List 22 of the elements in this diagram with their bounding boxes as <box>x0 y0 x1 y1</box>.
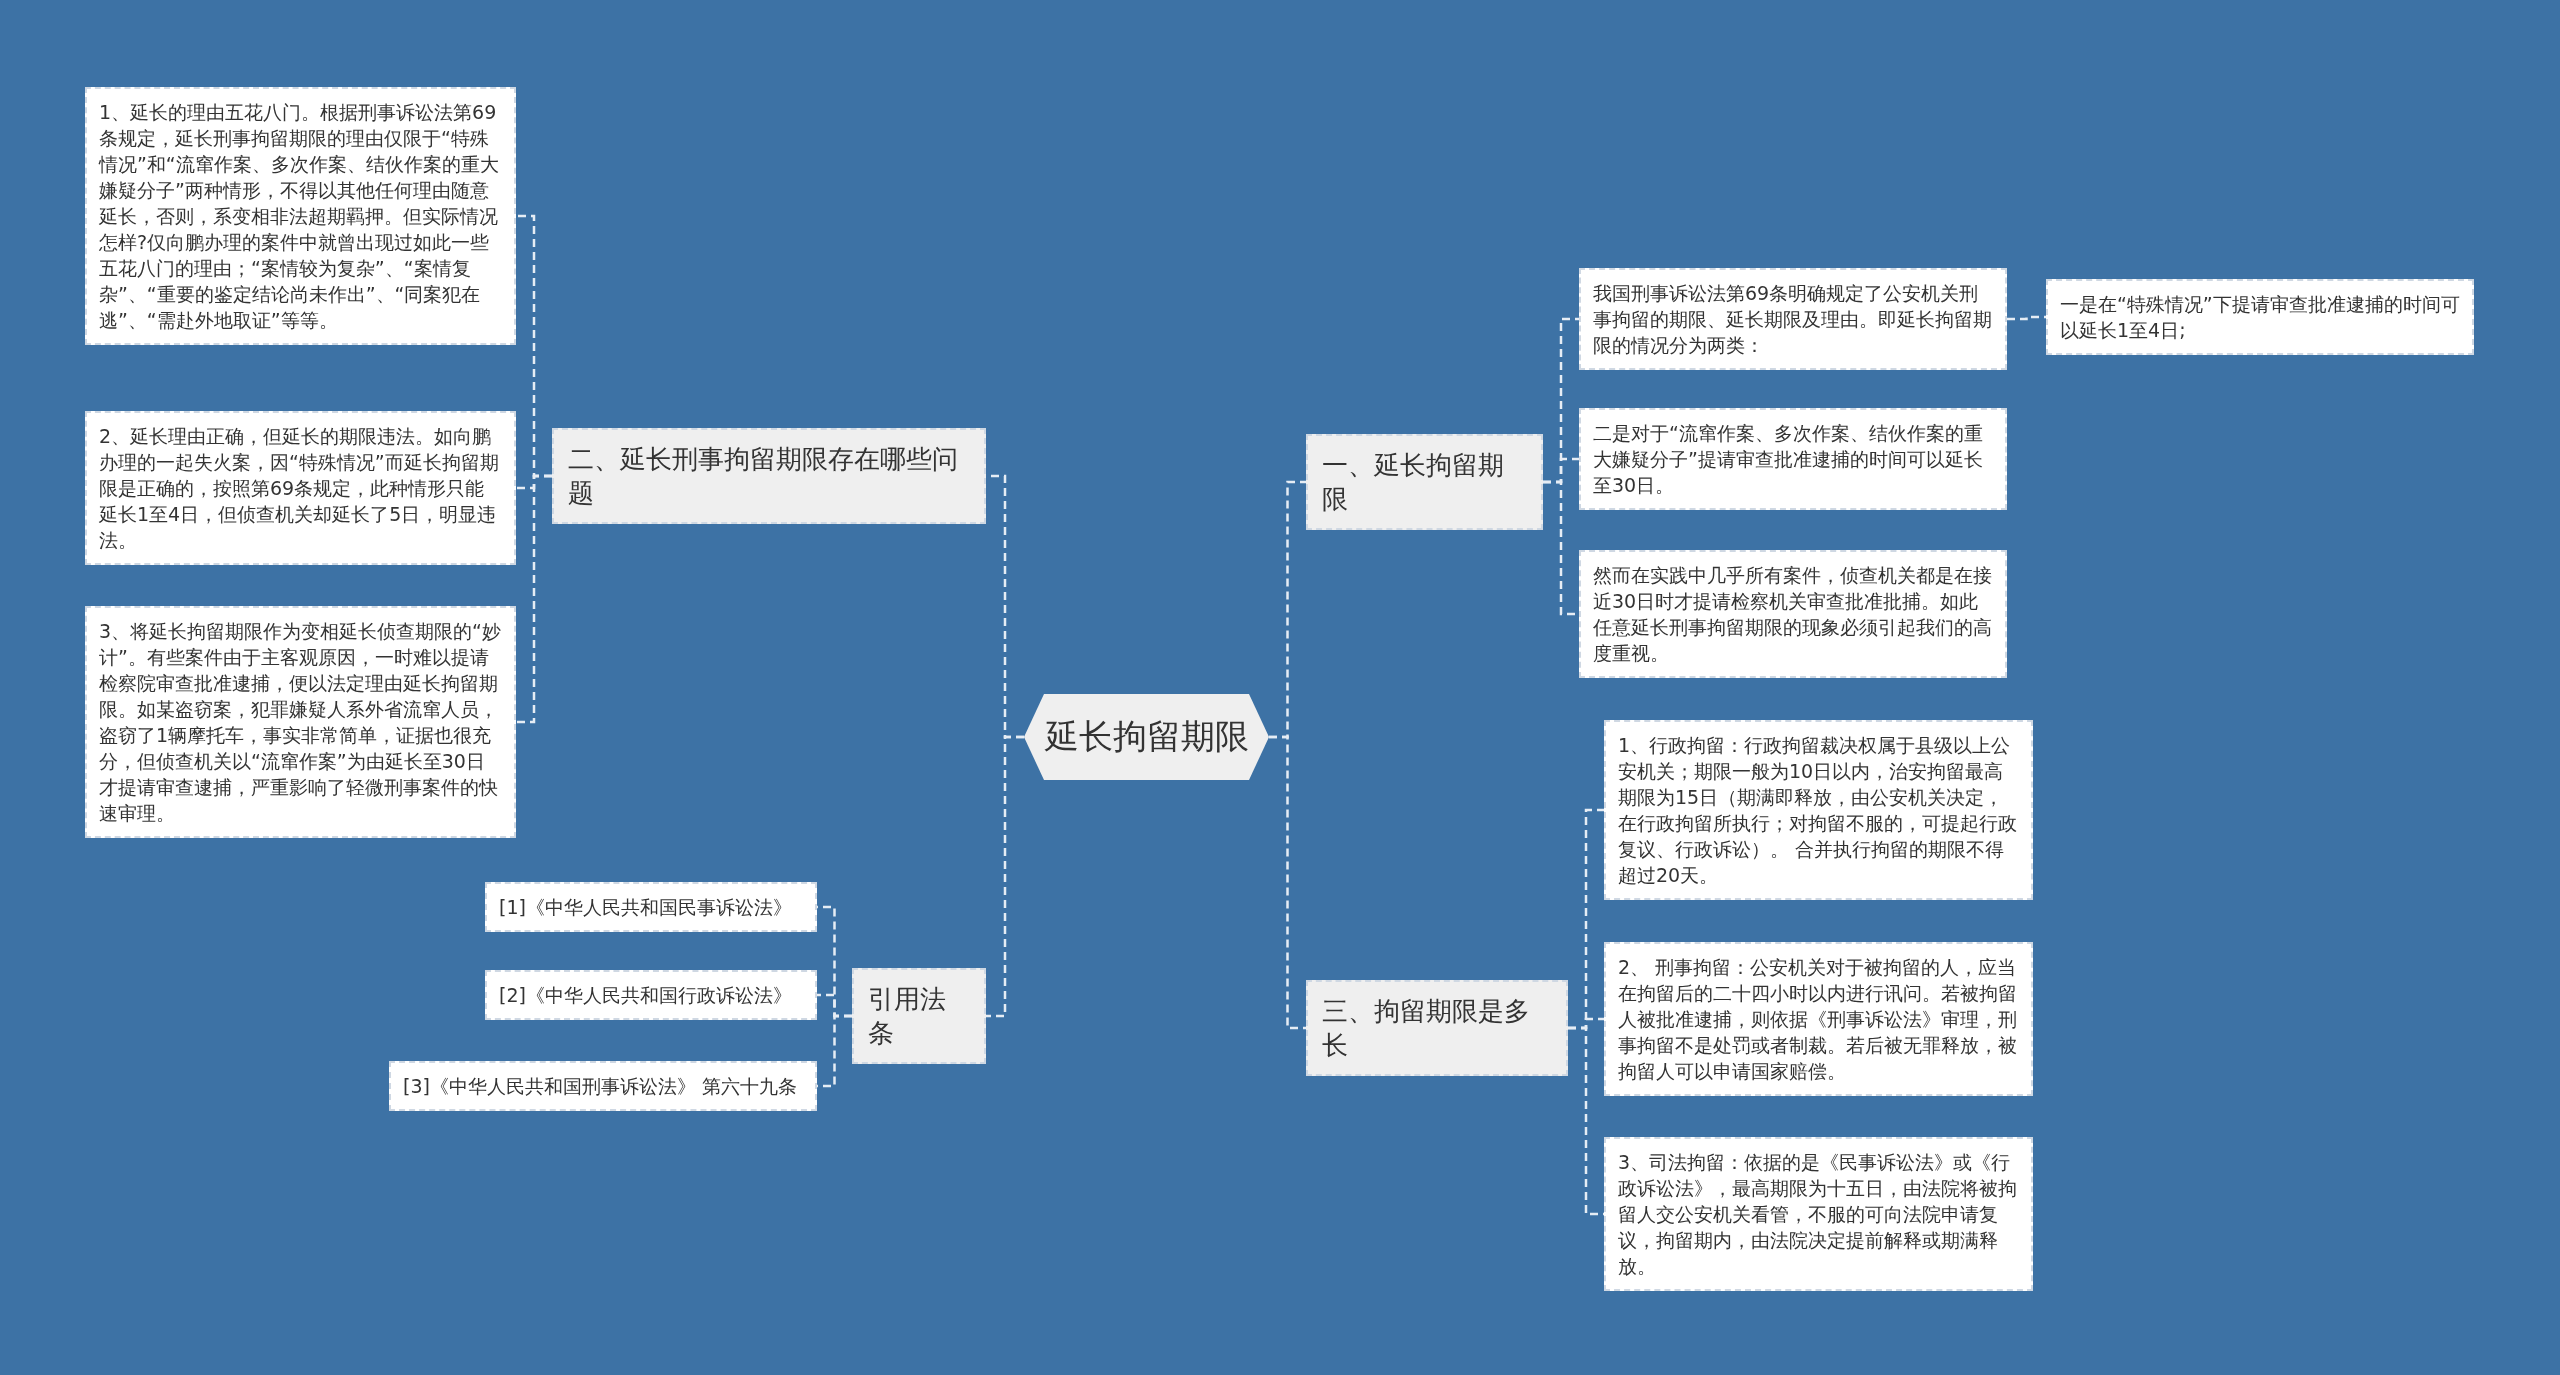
text-box: 二是对于“流窜作案、多次作案、结伙作案的重大嫌疑分子”提请审查批准逮捕的时间可以延长至30日。 <box>1579 408 2007 510</box>
topic-box: 三、拘留期限是多长 <box>1306 980 1568 1076</box>
text-box: 3、司法拘留：依据的是《民事诉讼法》或《行政诉讼法》，最高期限为十五日，由法院将被拘留人交公安机关看管，不服的可向法院申请复议，拘留期内，由法院决定提前解释或期满释放。 <box>1604 1137 2033 1291</box>
central-topic-hexagon: 延长拘留期限 <box>1024 694 1269 780</box>
text-box: [2]《中华人民共和国行政诉讼法》 <box>485 970 817 1020</box>
text-box: 2、 刑事拘留：公安机关对于被拘留的人，应当在拘留后的二十四小时以内进行讯问。若被拘留人被批准逮捕，则依据《刑事诉讼法》审理，刑事拘留不是处罚或者制裁。若后被无罪释放，被拘留人可以申请国家赔偿。 <box>1604 942 2033 1096</box>
connector-line <box>986 735 1024 1018</box>
connector-line <box>1269 735 1306 1030</box>
topic-box: 二、延长刑事拘留期限存在哪些问题 <box>552 428 986 524</box>
topic-box: 引用法条 <box>852 968 986 1064</box>
connector-line <box>2007 315 2046 321</box>
text-box: 一是在“特殊情况”下提请审查批准逮捕的时间可以延长1至4日; <box>2046 279 2474 355</box>
connector-line <box>516 474 552 724</box>
text-box: 2、延长理由正确，但延长的期限违法。如向鹏办理的一起失火案，因“特殊情况”而延长拘留期限是正确的，按照第69条规定，此种情形只能延长1至4日，但侦查机关却延长了5日，明显违法。 <box>85 411 516 565</box>
text-box: 我国刑事诉讼法第69条明确规定了公安机关刑事拘留的期限、延长期限及理由。即延长拘留期限的情况分为两类： <box>1579 268 2007 370</box>
text-box: [3]《中华人民共和国刑事诉讼法》 第六十九条 <box>389 1061 817 1111</box>
text-box: [1]《中华人民共和国民事诉讼法》 <box>485 882 817 932</box>
text-box: 然而在实践中几乎所有案件，侦查机关都是在接近30日时才提请检察机关审查批准批捕。如此任意延长刑事拘留期限的现象必须引起我们的高度重视。 <box>1579 550 2007 678</box>
topic-box: 一、延长拘留期限 <box>1306 434 1543 530</box>
text-box: 1、行政拘留：行政拘留裁决权属于县级以上公安机关；期限一般为10日以内，治安拘留最高期限为15日（期满即释放，由公安机关决定，在行政拘留所执行；对拘留不服的，可提起行政复议、行政诉讼）。 合并执行拘留的期限不得超过20天。 <box>1604 720 2033 900</box>
text-box: 1、延长的理由五花八门。根据刑事诉讼法第69条规定，延长刑事拘留期限的理由仅限于“特殊情况”和“流窜作案、多次作案、结伙作案的重大嫌疑分子”两种情形，不得以其他任何理由随意延长，否则，系变相非法超期羁押。但实际情况怎样?仅向鹏办理的案件中就曾出现过如此一些五花八门的理由；“案情较为复杂”、“案情复杂”、“重要的鉴定结论尚未作出”、“同案犯在逃”、“需赴外地取证”等等。 <box>85 87 516 345</box>
text-box: 3、将延长拘留期限作为变相延长侦查期限的“妙计”。有些案件由于主客观原因，一时难以提请检察院审查批准逮捕，便以法定理由延长拘留期限。如某盗窃案，犯罪嫌疑人系外省流窜人员，盗窃了1辆摩托车，事实非常简单，证据也很充分，但侦查机关以“流窜作案”为由延长至30日才提请审查逮捕，严重影响了轻微刑事案件的快速审理。 <box>85 606 516 838</box>
